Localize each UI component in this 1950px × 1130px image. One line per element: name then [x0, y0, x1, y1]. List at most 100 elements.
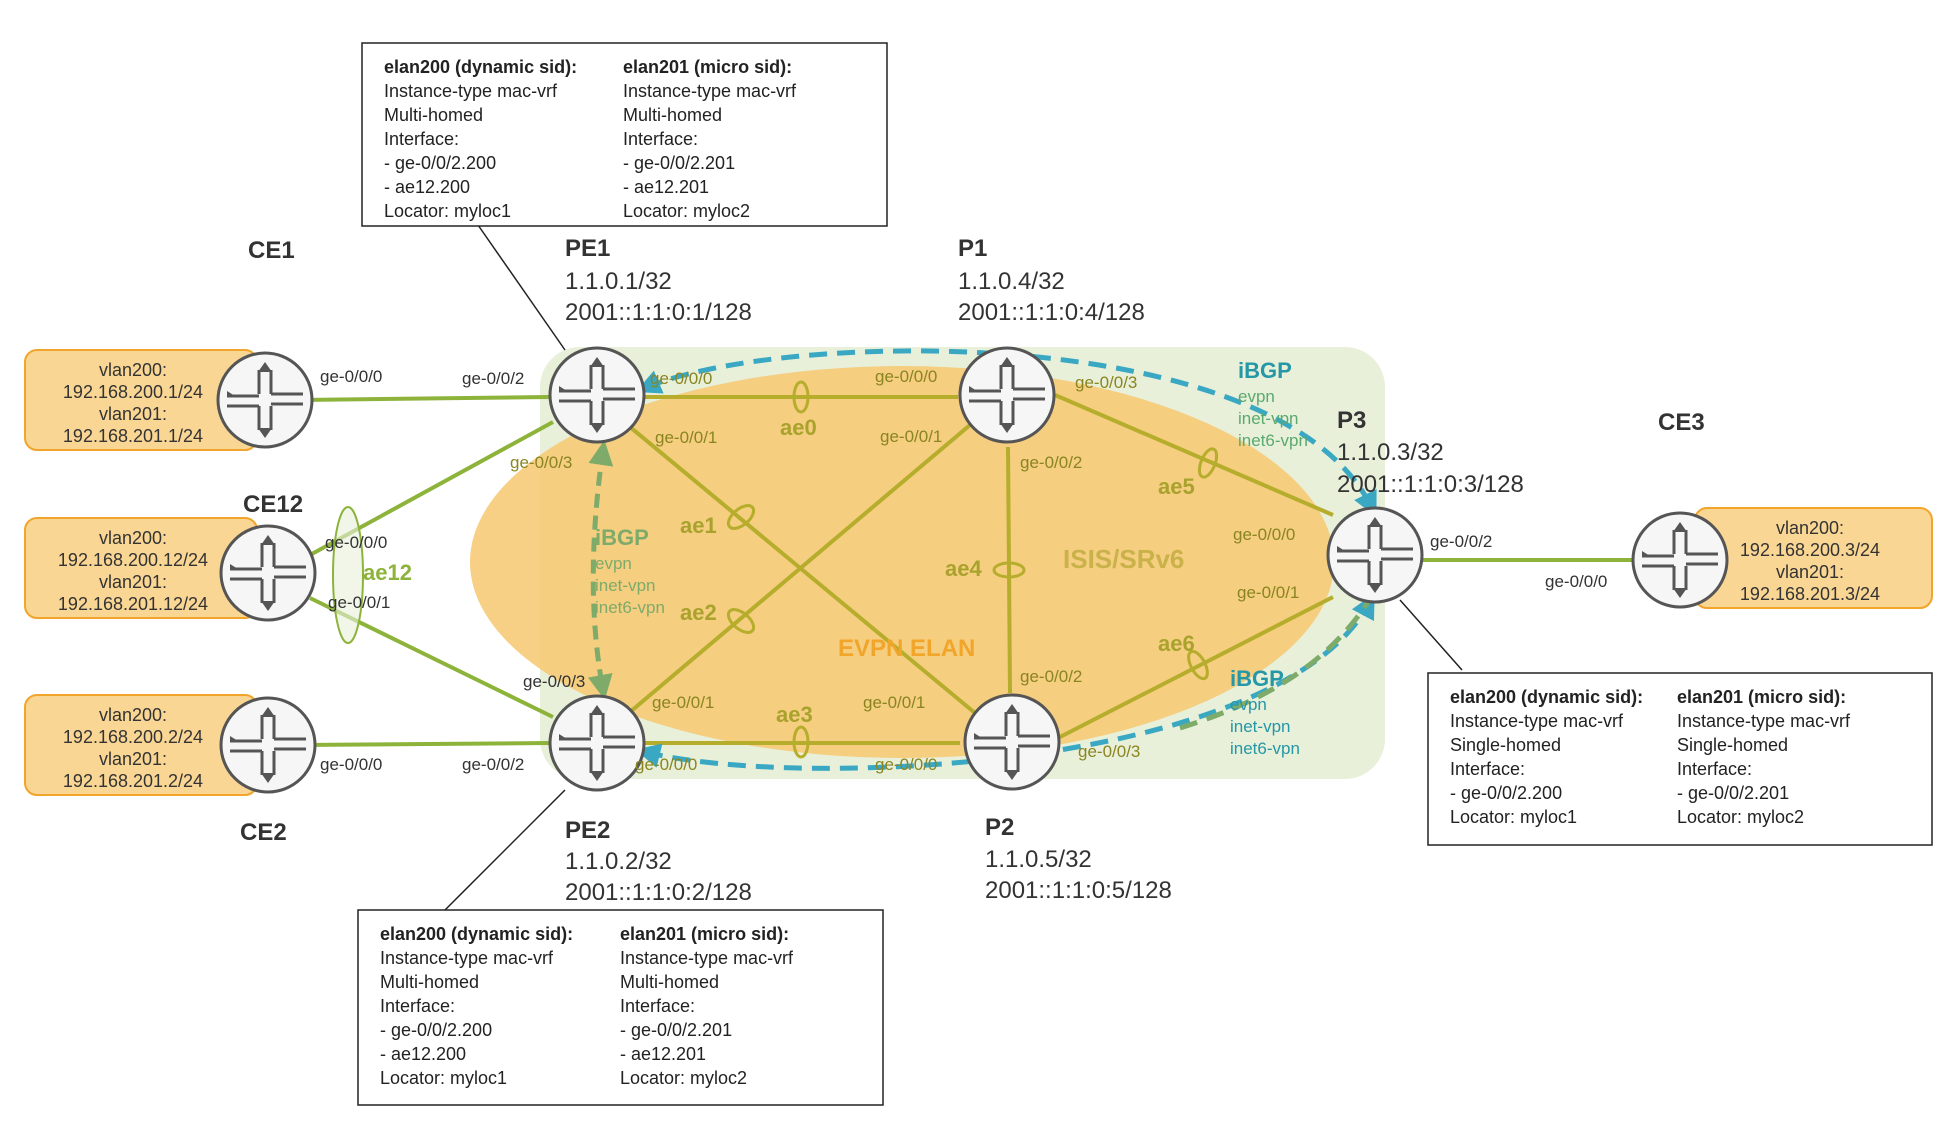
customer-vlan-text: vlan201: — [99, 749, 167, 769]
info-box-line: Locator: myloc1 — [1450, 807, 1577, 827]
info-box-line: Multi-homed — [620, 972, 719, 992]
ae-label: ae0 — [780, 415, 817, 440]
ce1-router — [216, 351, 314, 449]
ibgp-afi: inet-vpn — [1238, 409, 1298, 428]
info-box-line: elan200 (dynamic sid): — [1450, 687, 1643, 707]
info-box-line: Instance-type mac-vrf — [380, 948, 554, 968]
node-address: 1.1.0.5/32 — [985, 846, 1092, 873]
node-name: CE1 — [248, 237, 295, 264]
interface-label: ge-0/0/0 — [320, 755, 382, 774]
info-box-line: Locator: myloc2 — [623, 201, 750, 221]
interface-label: ge-0/0/3 — [523, 672, 585, 691]
ce2-router — [219, 696, 317, 794]
interface-label: ge-0/0/3 — [1078, 742, 1140, 761]
ibgp-title: iBGP — [595, 525, 649, 550]
customer-vlan-text: vlan200: — [99, 528, 167, 548]
info-box-line: Interface: — [380, 996, 455, 1016]
interface-label: ge-0/0/2 — [462, 755, 524, 774]
ibgp-afi: inet-vpn — [595, 576, 655, 595]
node-address: 1.1.0.3/32 — [1337, 439, 1444, 466]
p1-router — [958, 346, 1056, 444]
info-box-pe1 — [361, 42, 888, 227]
interface-label: ge-0/0/0 — [320, 367, 382, 386]
ibgp-afi: inet6-vpn — [1238, 431, 1308, 450]
ibgp-afi: inet6-vpn — [1230, 739, 1300, 758]
info-box-line: Locator: myloc1 — [384, 201, 511, 221]
ce3-router — [1631, 511, 1729, 609]
ae-label: ae5 — [1158, 474, 1195, 499]
interface-label: ge-0/0/3 — [1075, 373, 1137, 392]
customer-vlan-text: 192.168.200.12/24 — [58, 550, 208, 570]
evpn-elan-label: EVPN ELAN — [838, 635, 975, 662]
ibgp-afi: evpn — [1230, 695, 1267, 714]
interface-label: ge-0/0/0 — [1233, 525, 1295, 544]
info-box-line: Multi-homed — [380, 972, 479, 992]
info-box-line: Instance-type mac-vrf — [623, 81, 797, 101]
node-address: 1.1.0.1/32 — [565, 268, 672, 295]
interface-label: ge-0/0/1 — [863, 693, 925, 712]
customer-vlan-text: 192.168.200.2/24 — [63, 727, 203, 747]
info-box-line: - ae12.201 — [620, 1044, 706, 1064]
node-name: CE3 — [1658, 409, 1705, 436]
ae12-label: ae12 — [363, 560, 412, 585]
customer-vlan-text: 192.168.201.1/24 — [63, 426, 203, 446]
info-box-p3 — [1427, 672, 1933, 846]
node-name: PE2 — [565, 817, 610, 844]
info-box-line: - ge-0/0/2.201 — [620, 1020, 732, 1040]
interface-label: ge-0/0/1 — [1237, 583, 1299, 602]
info-box-line: - ge-0/0/2.201 — [1677, 783, 1789, 803]
pe1-router — [548, 346, 646, 444]
info-box-line: Interface: — [620, 996, 695, 1016]
ae-label: ae6 — [1158, 631, 1195, 656]
interface-label: ge-0/0/0 — [875, 367, 937, 386]
interface-label: ge-0/0/1 — [652, 693, 714, 712]
customer-vlan-text: 192.168.201.2/24 — [63, 771, 203, 791]
interface-label: ge-0/0/0 — [325, 533, 387, 552]
node-address: 2001::1:1:0:2/128 — [565, 879, 752, 906]
info-box-line: elan200 (dynamic sid): — [384, 57, 577, 77]
isis-srv6-label: ISIS/SRv6 — [1063, 544, 1184, 574]
info-box-line: Locator: myloc2 — [620, 1068, 747, 1088]
interface-label: ge-0/0/1 — [328, 593, 390, 612]
info-box-line: - ge-0/0/2.201 — [623, 153, 735, 173]
info-box-line: Locator: myloc1 — [380, 1068, 507, 1088]
node-name: P3 — [1337, 407, 1366, 434]
info-box-line: Instance-type mac-vrf — [384, 81, 558, 101]
customer-vlan-text: vlan200: — [1776, 518, 1844, 538]
info-box-line: - ge-0/0/2.200 — [384, 153, 496, 173]
ae12-lag-ellipse — [332, 506, 364, 644]
interface-label: ge-0/0/2 — [1430, 532, 1492, 551]
info-box-line: Instance-type mac-vrf — [620, 948, 794, 968]
interface-label: ge-0/0/0 — [635, 755, 697, 774]
info-box-line: elan200 (dynamic sid): — [380, 924, 573, 944]
ibgp-afi: evpn — [1238, 387, 1275, 406]
info-box-line: - ae12.200 — [384, 177, 470, 197]
info-box-line: - ae12.200 — [380, 1044, 466, 1064]
pe2-router — [548, 694, 646, 792]
node-address: 2001::1:1:0:4/128 — [958, 299, 1145, 326]
node-name: PE1 — [565, 235, 610, 262]
node-address: 1.1.0.2/32 — [565, 848, 672, 875]
ae-label: ae3 — [776, 702, 813, 727]
info-box-line: Single-homed — [1450, 735, 1561, 755]
info-box-line: Multi-homed — [623, 105, 722, 125]
interface-label: ge-0/0/1 — [880, 427, 942, 446]
customer-vlan-text: 192.168.201.12/24 — [58, 594, 208, 614]
customer-vlan-text: vlan200: — [99, 705, 167, 725]
interface-label: ge-0/0/2 — [1020, 453, 1082, 472]
customer-vlan-text: 192.168.201.3/24 — [1740, 584, 1880, 604]
info-box-line: Interface: — [1677, 759, 1752, 779]
ibgp-arc-top — [635, 348, 1377, 517]
ibgp-arc-left — [587, 440, 614, 700]
info-box-line: Instance-type mac-vrf — [1677, 711, 1851, 731]
info-box-line: - ge-0/0/2.200 — [1450, 783, 1562, 803]
node-name: P1 — [958, 235, 987, 262]
info-box-line: elan201 (micro sid): — [620, 924, 789, 944]
info-box-line: Locator: myloc2 — [1677, 807, 1804, 827]
interface-label: ge-0/0/3 — [510, 453, 572, 472]
info-box-pe2 — [357, 909, 884, 1106]
ibgp-title: iBGP — [1230, 666, 1284, 691]
info-box-line: - ae12.201 — [623, 177, 709, 197]
info-box-line: Interface: — [1450, 759, 1525, 779]
